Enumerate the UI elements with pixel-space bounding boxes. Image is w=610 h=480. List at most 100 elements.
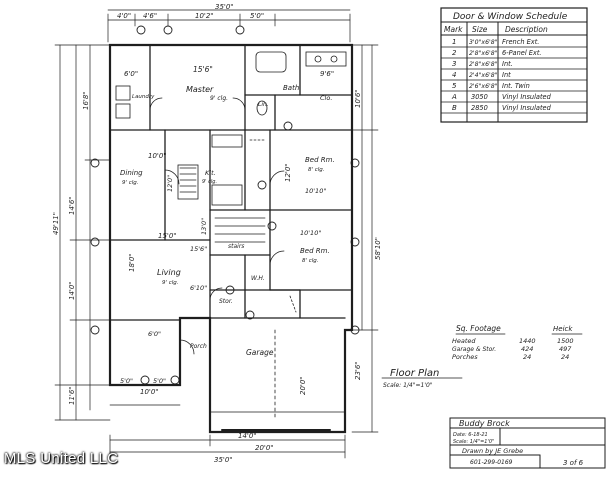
room-laundry: Laundry: [132, 94, 155, 100]
dim-top-1: 4'0": [117, 12, 131, 20]
dim-left-d: 11'6": [68, 386, 76, 405]
dim-top-4: 5'0": [250, 12, 264, 20]
schedule-size-5: 2'6"x6'8": [469, 83, 498, 90]
room-bath-dim: 9'6": [320, 70, 334, 78]
room-clo: Clo.: [320, 94, 332, 102]
sqft-title: Sq. Footage: [456, 324, 501, 333]
dim-right-a: 10'6": [354, 89, 362, 108]
sqft-row3-label: Porches: [452, 353, 478, 361]
room-kitchen-ceiling: 9' clg.: [202, 179, 217, 185]
dim-porch-width: 10'0": [140, 388, 159, 396]
dim-left-total: 49'11": [52, 212, 60, 235]
schedule-size-4: 2'4"x6'8": [469, 72, 498, 79]
watermark: MLS United LLC: [4, 450, 119, 467]
title-block: [449, 417, 606, 469]
room-bed1-dim2: 10'10": [305, 187, 326, 195]
sqft-row3-b: 24: [561, 353, 569, 361]
schedule-mark-1: 1: [452, 38, 456, 46]
dim-top-2: 4'6": [143, 12, 157, 20]
room-kitchen-dim: 12'0": [166, 175, 174, 192]
schedule-mark-2: 2: [452, 49, 457, 57]
schedule-desc-b: Vinyl Insulated: [502, 104, 552, 112]
room-living: Living: [157, 268, 181, 277]
dim-overall-width: 35'0": [215, 3, 234, 11]
room-living-dim: 15'0": [158, 232, 177, 240]
room-lin: Lin.: [258, 101, 269, 108]
dim-right-b: 23'6": [354, 361, 362, 380]
sqft-row1-b: 1500: [557, 337, 574, 345]
schedule-size-1: 3'0"x6'8": [469, 39, 498, 46]
room-kitchen: Kit.: [205, 169, 216, 177]
titleblock-scale: Scale: 1/4"=1'0": [453, 439, 494, 445]
titleblock-drawn: Drawn by JE Grebe: [462, 447, 523, 455]
sqft-row1-a: 1440: [519, 337, 536, 345]
schedule-title: Door & Window Schedule: [453, 12, 568, 22]
interior-walls: [109, 44, 353, 321]
schedule-desc-a: Vinyl Insulated: [502, 93, 552, 101]
room-master-dim: 15'6": [193, 65, 213, 74]
fixtures: [115, 51, 347, 431]
room-bed1: Bed Rm.: [305, 156, 335, 164]
dim-bottom-b: 20'0": [255, 444, 274, 452]
mark-symbols: [90, 25, 360, 385]
room-garage-dim: 20'0": [299, 376, 307, 395]
sqft-row2-label: Garage & Stor.: [452, 346, 496, 353]
room-porch-dim: 6'0": [148, 330, 161, 338]
room-bed2: Bed Rm.: [300, 247, 330, 255]
dim-top-3: 10'2": [195, 12, 214, 20]
schedule-desc-4: Int: [502, 71, 511, 79]
schedule-mark-4: 4: [452, 71, 456, 79]
dim-bottom-c: 35'0": [214, 456, 233, 464]
schedule-desc-1: French Ext.: [502, 38, 539, 46]
room-bed1-ceiling: 8' clg.: [308, 167, 325, 173]
titleblock-name: Buddy Brock: [459, 419, 510, 428]
dim-right-total: 58'10": [374, 237, 382, 260]
room-stairs: stairs: [228, 243, 244, 250]
dim-porch-b: 5'0": [153, 377, 166, 385]
room-porch: Porch: [190, 343, 207, 350]
schedule-size-a: 3050: [471, 93, 488, 101]
dim-left-a: 16'8": [82, 91, 90, 110]
text-layer: Door & Window Schedule Mark Size Descrip…: [52, 3, 584, 467]
room-bed2-ceiling: 8' clg.: [302, 258, 319, 264]
schedule-mark-3: 3: [452, 60, 456, 68]
sqft-row1-label: Heated: [452, 337, 476, 345]
room-master-ceiling: 9' clg.: [210, 95, 228, 102]
floorplan-scale: Scale: 1/4"=1'0": [383, 382, 433, 389]
dim-bottom-a: 14'0": [238, 432, 257, 440]
dim-mid-b: 6'10": [190, 284, 207, 292]
schedule-desc-5: Int. Twin: [502, 82, 530, 90]
schedule-desc-2: 6-Panel Ext.: [502, 49, 542, 57]
schedule-size-b: 2850: [471, 104, 488, 112]
dimension-lines: [54, 9, 379, 459]
sqft-row2-b: 497: [559, 345, 572, 353]
schedule-mark-5: 5: [452, 82, 457, 90]
dim-mid-c: 13'0": [200, 218, 208, 235]
room-dining: Dining: [120, 169, 143, 177]
titleblock-date: Date: 6-18-21: [453, 432, 488, 438]
door-window-schedule: [440, 7, 588, 123]
exterior-walls: [108, 43, 354, 434]
schedule-header-desc: Description: [505, 25, 548, 34]
dim-left-b: 14'6": [68, 196, 76, 215]
sqft-rules: [381, 333, 583, 379]
schedule-desc-3: Int.: [502, 60, 513, 68]
floorplan-title: Floor Plan: [390, 368, 439, 379]
schedule-header-mark: Mark: [444, 25, 463, 34]
room-dining-dim: 10'0": [148, 152, 167, 160]
schedule-size-3: 2'8"x6'8": [469, 61, 498, 68]
schedule-size-2: 2'8"x6'8": [469, 50, 498, 57]
room-dining-ceiling: 9' clg.: [122, 180, 139, 186]
room-master: Master: [186, 85, 214, 94]
room-living-dim2: 18'0": [128, 253, 136, 272]
sqft-row2-a: 424: [521, 345, 533, 353]
sqft-col2: Heick: [553, 325, 573, 333]
schedule-header-size: Size: [472, 25, 488, 34]
dim-porch-a: 5'0": [120, 377, 133, 385]
sqft-row3-a: 24: [523, 353, 531, 361]
room-bath: Bath: [283, 84, 299, 92]
room-bed2-dim: 10'10": [300, 229, 321, 237]
dim-mid-a: 15'6": [190, 245, 207, 253]
room-living-ceiling: 9' clg.: [162, 280, 179, 286]
